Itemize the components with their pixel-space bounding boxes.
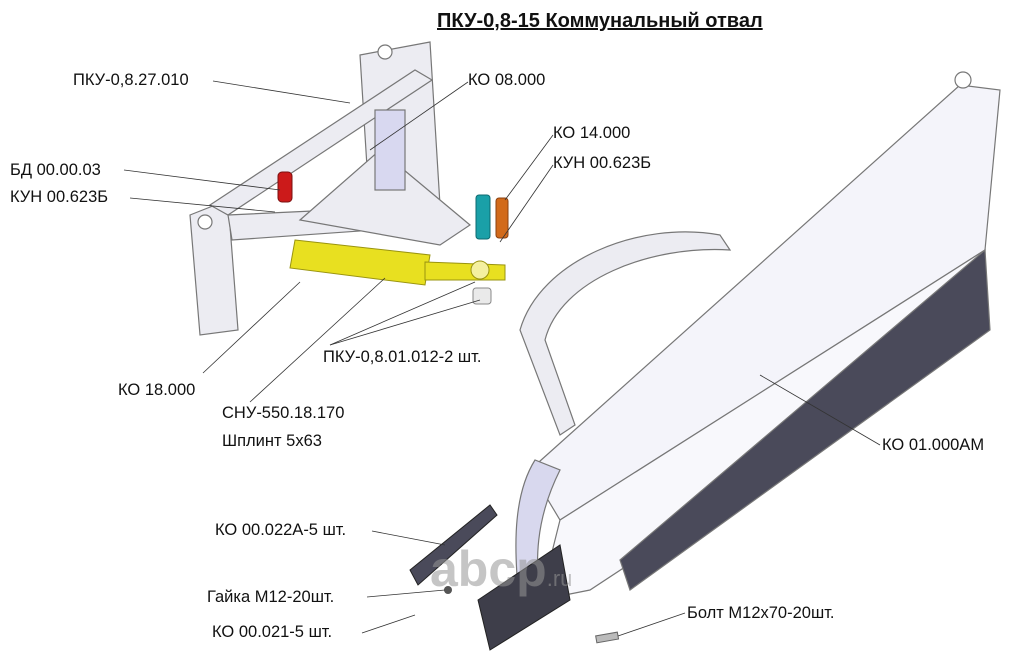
label-ko01: КО 01.000АМ xyxy=(882,436,985,454)
nut xyxy=(444,586,452,594)
orange-part xyxy=(495,197,509,239)
label-bd: БД 00.00.03 xyxy=(10,161,101,179)
label-bolt: Болт М12х70-20шт. xyxy=(687,604,835,622)
label-ko022: КО 00.022А-5 шт. xyxy=(215,521,347,539)
blade xyxy=(515,71,1001,611)
label-kun-left: КУН 00.623Б xyxy=(10,188,109,206)
watermark-suffix: .ru xyxy=(546,566,573,591)
label-snu: СНУ-550.18.170 xyxy=(222,404,345,422)
red-part xyxy=(277,171,293,203)
label-gaika: Гайка М12-20шт. xyxy=(207,588,335,606)
diagram-title: ПКУ-0,8-15 Коммунальный отвал xyxy=(437,10,763,32)
teal-part xyxy=(475,194,491,240)
label-kun-right: КУН 00.623Б xyxy=(553,154,652,172)
watermark-text: abcp xyxy=(430,541,547,597)
bolt xyxy=(595,631,620,644)
watermark: abcp.ru xyxy=(430,540,572,598)
knife-block xyxy=(477,544,571,651)
label-frame: ПКУ-0,8.27.010 xyxy=(73,71,189,89)
leader-lines xyxy=(123,80,881,637)
label-ko021: КО 00.021-5 шт. xyxy=(212,623,333,641)
label-shplint: Шплинт 5х63 xyxy=(222,432,322,450)
label-ko08: КО 08.000 xyxy=(468,71,546,89)
pin xyxy=(472,287,492,305)
label-ko18: КО 18.000 xyxy=(118,381,196,399)
strip-plate xyxy=(409,504,498,586)
hydraulic-cylinder xyxy=(289,239,506,286)
label-pku012: ПКУ-0,8.01.012-2 шт. xyxy=(323,348,482,366)
mount-frame xyxy=(189,41,472,336)
label-ko14: КО 14.000 xyxy=(553,124,631,142)
